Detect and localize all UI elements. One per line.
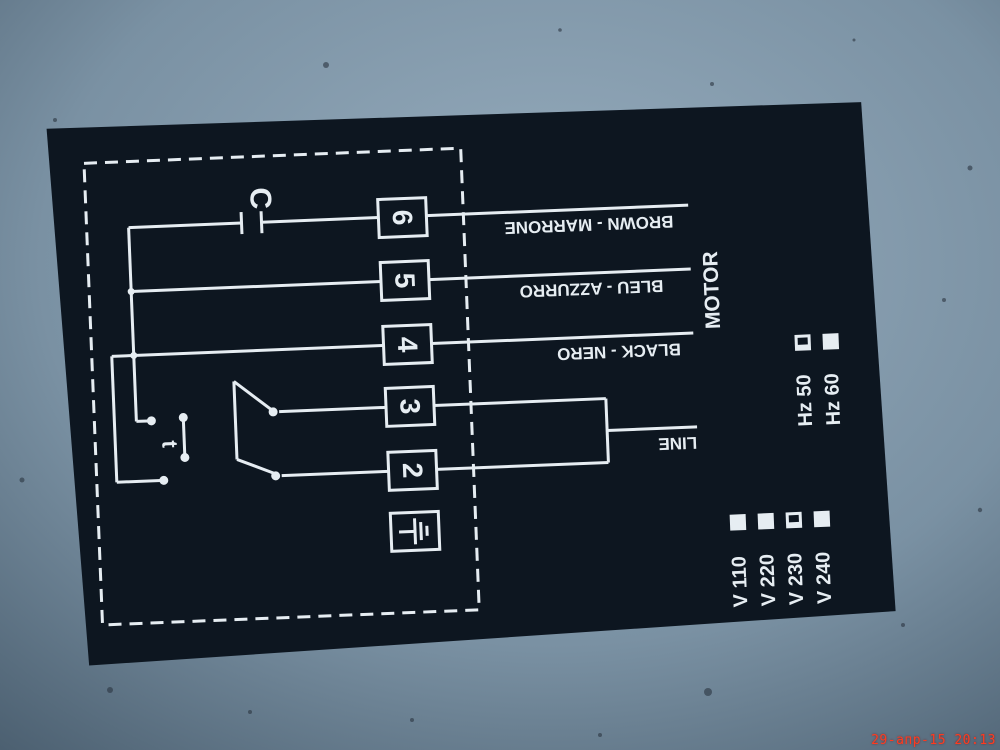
black-wire-label: BLACK - NERO: [557, 340, 681, 364]
motor-label: MOTOR: [699, 251, 725, 330]
thermal-label: t: [157, 440, 182, 449]
terminal-4-label: 4: [392, 336, 424, 353]
terminal-5-label: 5: [389, 272, 421, 289]
voltage-option-240-label: V 240: [812, 551, 836, 604]
terminal-4: 4: [381, 322, 434, 366]
voltage-options: V 110 V 220 V 230 V 240: [728, 510, 836, 608]
terminal-5: 5: [378, 259, 432, 303]
wall-specks: [19, 28, 983, 737]
capacitor-symbol: [239, 211, 264, 235]
terminal-6: 6: [376, 196, 429, 240]
voltage-option-240-box: [813, 510, 831, 528]
ground-terminal: [388, 509, 442, 553]
frequency-option-60-label: Hz 60: [821, 373, 845, 426]
ground-icon: [398, 518, 429, 545]
frequency-option-60-box: [822, 333, 840, 350]
voltage-option-220-box: [757, 512, 775, 530]
terminal-6-label: 6: [387, 209, 419, 226]
terminal-2-label: 2: [397, 462, 429, 479]
frequency-option-50-check: [797, 337, 808, 345]
voltage-option-220-label: V 220: [756, 554, 780, 607]
terminal-block: 6 5 4 3 2: [376, 196, 442, 553]
frequency-options: Hz 50 Hz 60: [793, 333, 845, 427]
line-wire-label: LINE: [658, 433, 697, 454]
terminal-2: 2: [386, 448, 439, 492]
wiring-label-plate: C t 6 5 4 3: [46, 102, 896, 666]
terminal-3: 3: [383, 384, 437, 428]
terminal-3-label: 3: [394, 398, 426, 415]
voltage-option-110-box: [729, 514, 747, 531]
voltage-option-110-label: V 110: [728, 556, 752, 608]
voltage-option-230-label: V 230: [784, 552, 808, 605]
frequency-option-50-label: Hz 50: [793, 374, 817, 427]
thermal-protector-symbol: [127, 288, 281, 485]
capacitor-label: C: [243, 187, 277, 210]
internal-wiring: [110, 203, 698, 484]
voltage-option-230-check: [788, 514, 799, 523]
camera-date-stamp: 29-апр-15 20:13: [871, 733, 996, 748]
